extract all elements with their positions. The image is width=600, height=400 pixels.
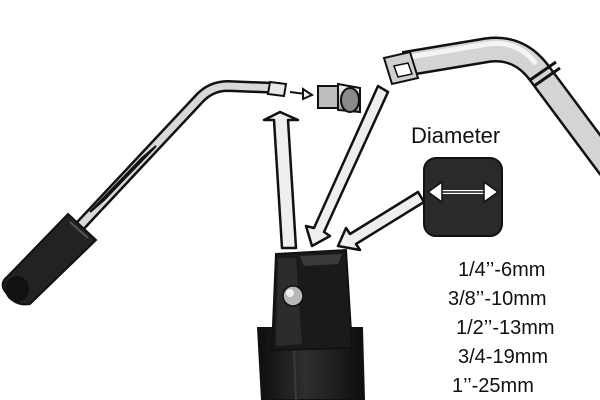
square-drive-anvil xyxy=(256,248,366,400)
size-item-1: 1/4’’-6mm xyxy=(458,259,546,281)
diameter-label: Diameter xyxy=(411,123,501,148)
left-wrench-collar xyxy=(89,145,157,213)
size-item-2: 3/8’’-10mm xyxy=(448,288,547,310)
size-item-4: 3/4-19mm xyxy=(458,346,549,368)
arrow-from-left-tip xyxy=(262,110,300,250)
socket-piece xyxy=(317,82,361,114)
arrow-from-right-head xyxy=(304,84,390,248)
size-list: 1/4’’-6mm 3/8’’-10mm 1/2’’-13mm 3/4-19mm… xyxy=(444,256,555,400)
tip-to-socket-arrow xyxy=(289,87,315,101)
left-wrench-grip-cap xyxy=(5,276,29,302)
left-wrench xyxy=(1,80,288,306)
anvil-detent-ball xyxy=(282,285,304,307)
right-wrench-ring xyxy=(529,60,561,88)
left-wrench-shaft xyxy=(74,80,284,232)
left-wrench-tip xyxy=(266,80,288,98)
diameter-icon xyxy=(423,157,503,237)
arrow-from-diameter-box xyxy=(336,190,426,252)
right-wrench xyxy=(382,36,600,176)
size-item-3: 1/2’’-13mm xyxy=(456,317,555,339)
size-item-5: 1’’-25mm xyxy=(452,375,534,397)
